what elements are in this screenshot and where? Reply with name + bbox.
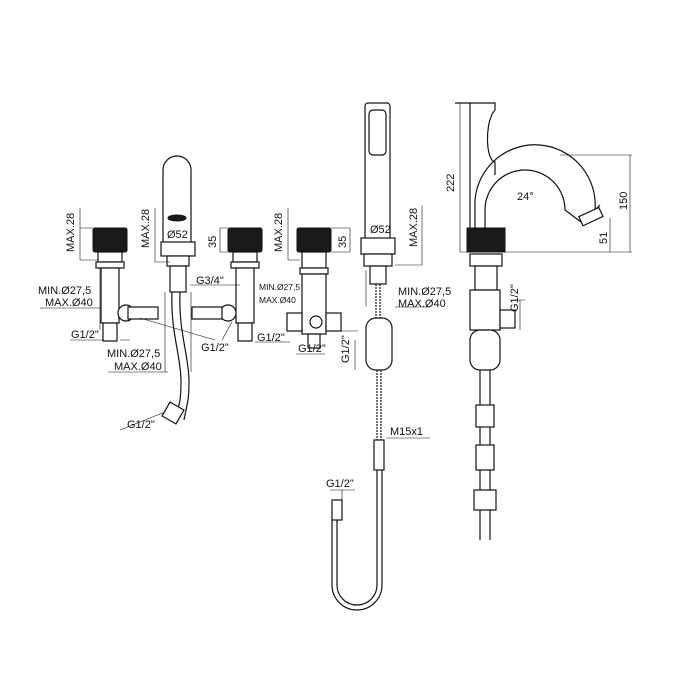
dim-g12-hose: G1/2" <box>326 478 354 490</box>
dim-max28-shower: MAX.28 <box>408 208 420 247</box>
diverter-valve <box>286 227 342 349</box>
right-valve <box>191 227 263 342</box>
dim-g12-diverter-side: G1/2" <box>340 335 352 363</box>
dim-51: 51 <box>598 232 610 244</box>
dim-max40-shower: MAX.Ø40 <box>398 298 446 310</box>
left-valve <box>92 227 159 342</box>
dimension-lines <box>40 102 632 500</box>
dim-g12-side: G1/2" <box>509 284 521 312</box>
dim-g12-center: G1/2" <box>201 342 229 354</box>
dim-max28-left: MAX.28 <box>65 213 77 252</box>
dim-g12-spout-hose: G1/2" <box>127 419 155 431</box>
dim-max40-spout: MAX.Ø40 <box>114 361 162 373</box>
dim-35-right-valve: 35 <box>207 236 219 248</box>
dim-24-degrees: 24° <box>517 191 534 203</box>
dim-max40-diverter: MAX.Ø40 <box>259 295 296 305</box>
dim-min275-shower: MIN.Ø27,5 <box>398 286 451 298</box>
hand-shower <box>331 102 396 611</box>
dim-max28-diverter: MAX.28 <box>273 213 285 252</box>
dim-35-diverter: 35 <box>337 236 349 248</box>
side-view <box>455 102 604 540</box>
dim-min275-left: MIN.Ø27,5 <box>38 285 91 297</box>
dim-g12-diverter: G1/2" <box>298 343 326 355</box>
dim-g34: G3/4" <box>196 275 224 287</box>
dim-g12-right: G1/2" <box>257 332 285 344</box>
dim-150: 150 <box>618 192 630 210</box>
spout <box>160 155 196 425</box>
dim-max40-left: MAX.Ø40 <box>45 297 93 309</box>
dim-min275-spout: MIN.Ø27,5 <box>107 348 160 360</box>
dim-g12-left: G1/2" <box>71 329 99 341</box>
dim-min275-diverter: MIN.Ø27,5 <box>259 282 300 292</box>
dim-d52-spout: Ø52 <box>167 229 188 241</box>
dim-m15x1: M15x1 <box>390 426 423 438</box>
dim-max28-spout: MAX.28 <box>140 209 152 248</box>
dim-d52-shower: Ø52 <box>370 224 391 236</box>
dim-222: 222 <box>445 174 457 192</box>
